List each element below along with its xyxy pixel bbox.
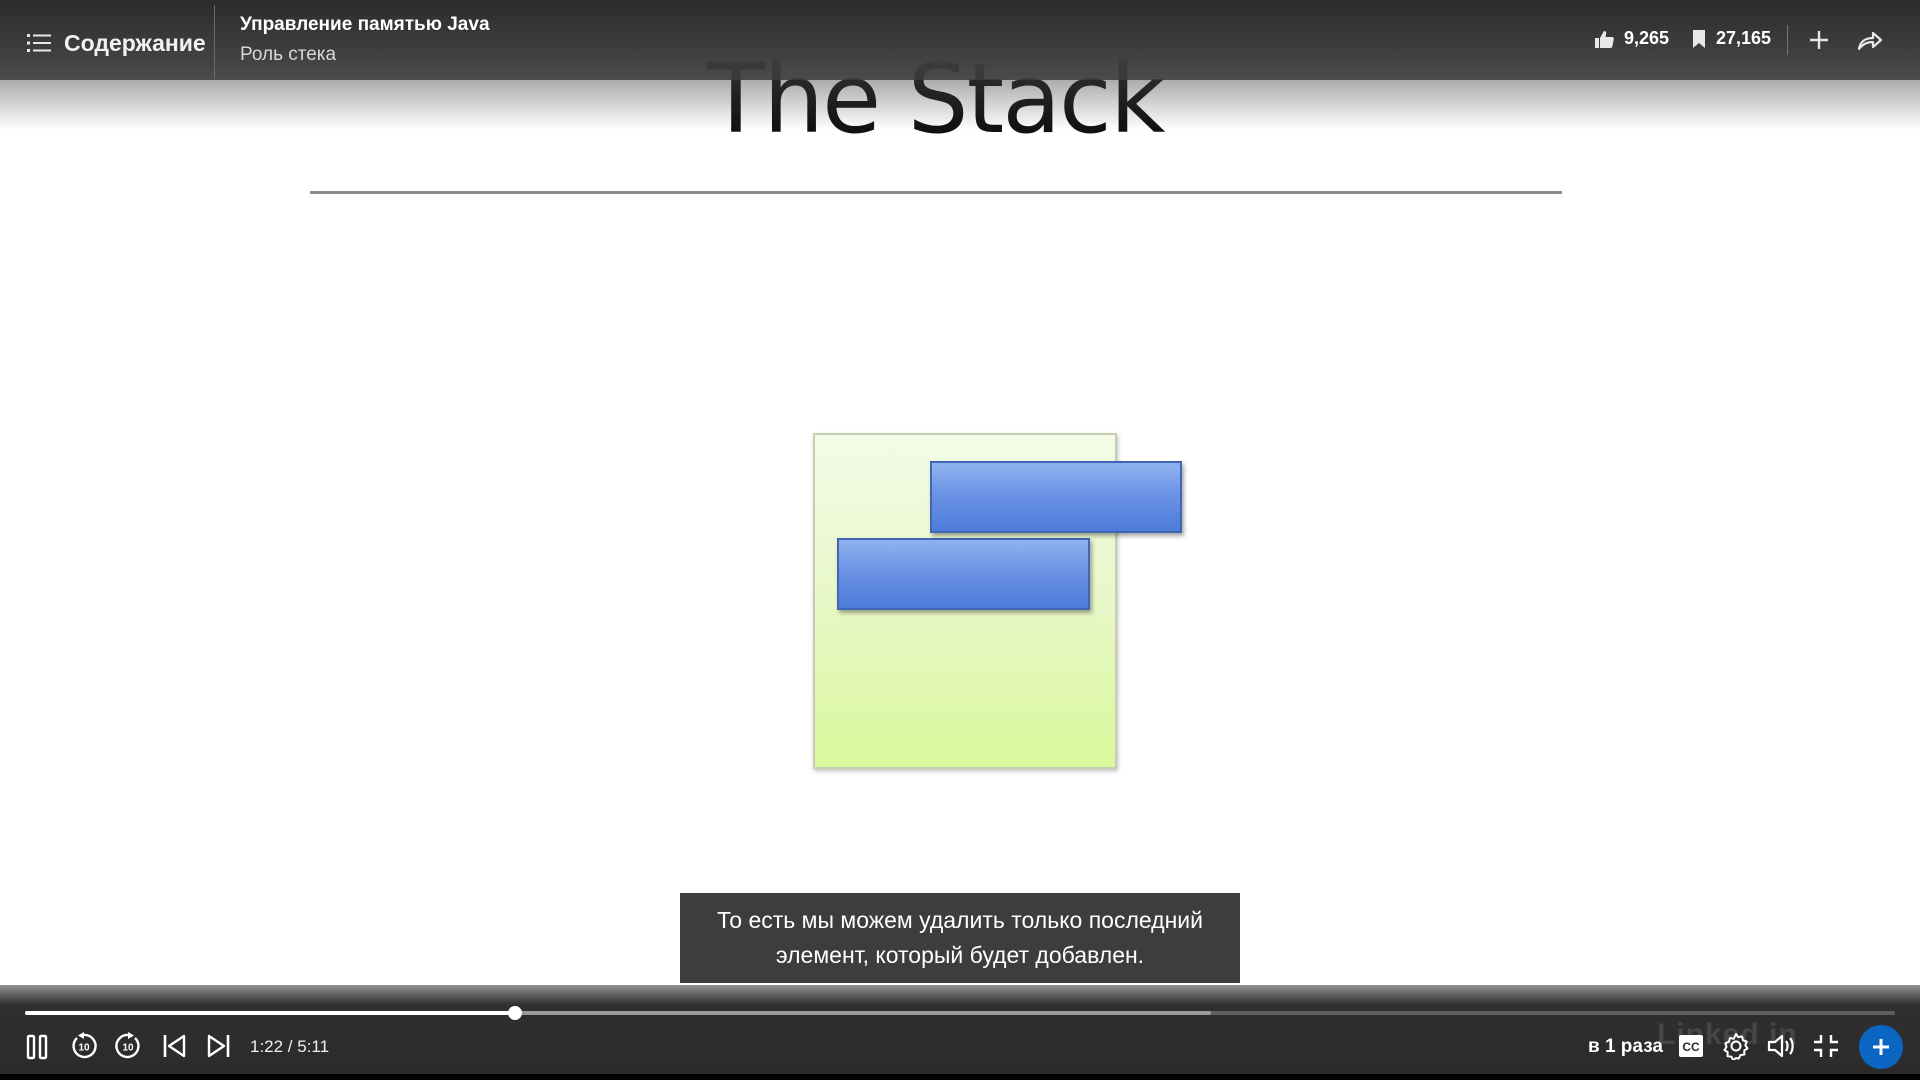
- stack-block-top: [930, 461, 1182, 533]
- slide-title-divider: [310, 191, 1562, 194]
- stack-block-bottom: [837, 538, 1090, 610]
- toc-label: Содержание: [64, 30, 206, 56]
- save-count: 27,165: [1716, 28, 1772, 48]
- svg-text:10: 10: [122, 1043, 134, 1054]
- settings-gear-icon[interactable]: [1722, 1032, 1750, 1060]
- subtitle-caption: То есть мы можем удалить только последни…: [680, 893, 1240, 983]
- toc-button[interactable]: Содержание: [0, 5, 215, 79]
- share-icon[interactable]: [1856, 27, 1884, 53]
- playback-speed-button[interactable]: в 1 раза: [1588, 1036, 1663, 1057]
- svg-text:10: 10: [78, 1043, 90, 1054]
- plus-icon: [1873, 1039, 1889, 1055]
- add-to-list-button[interactable]: [1859, 1025, 1903, 1069]
- add-icon[interactable]: [1806, 27, 1832, 53]
- lesson-title: Роль стека: [240, 44, 337, 65]
- rewind-10-icon[interactable]: 10: [70, 1032, 98, 1060]
- caption-line-2: элемент, который будет добавлен.: [775, 942, 1145, 968]
- caption-line-1: То есть мы можем удалить только последни…: [717, 907, 1203, 933]
- course-title: Управление памятью Java: [240, 14, 490, 35]
- like-button[interactable]: 9,265: [1594, 28, 1669, 49]
- progress-thumb[interactable]: [507, 1006, 522, 1020]
- top-bar: Содержание Управление памятью Java Роль …: [0, 0, 1920, 80]
- closed-captions-icon[interactable]: CC: [1678, 1034, 1704, 1058]
- like-count: 9,265: [1624, 28, 1670, 48]
- list-icon: [27, 34, 51, 52]
- progress-bar[interactable]: [25, 1006, 1895, 1020]
- volume-icon[interactable]: [1767, 1033, 1797, 1059]
- thumbs-up-icon: [1595, 30, 1614, 48]
- cc-label: CC: [1682, 1040, 1700, 1054]
- next-icon[interactable]: [207, 1033, 231, 1059]
- header-divider: [1787, 25, 1788, 55]
- bookmark-icon: [1693, 29, 1705, 48]
- progress-buffered: [25, 1011, 1211, 1015]
- time-display: 1:22 / 5:11: [250, 1037, 330, 1056]
- forward-10-icon[interactable]: 10: [114, 1032, 142, 1060]
- save-button[interactable]: 27,165: [1692, 28, 1771, 49]
- pause-icon[interactable]: [26, 1034, 48, 1060]
- previous-icon[interactable]: [162, 1033, 186, 1059]
- progress-played: [25, 1011, 515, 1015]
- exit-fullscreen-icon[interactable]: [1813, 1034, 1839, 1058]
- player-controls: 10 10 1:22 / 5:11 Linked in в 1 раза CC: [0, 985, 1920, 1074]
